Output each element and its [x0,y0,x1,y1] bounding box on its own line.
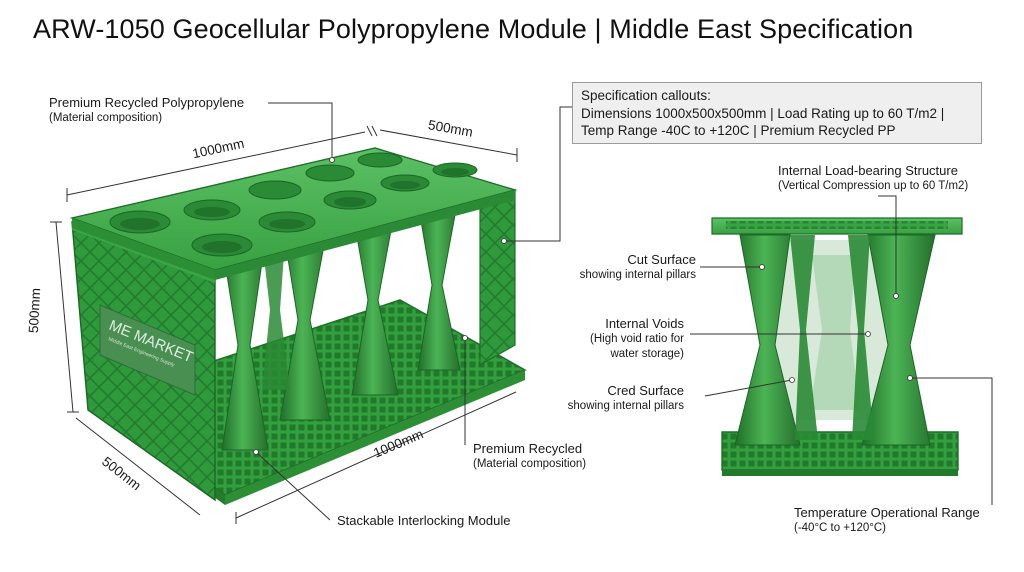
callout-temperature-sub: (-40°C to +120°C) [794,522,886,534]
callout-material-top-title: Premium Recycled Polypropylene [49,95,245,110]
callout-load-bearing: Internal Load-bearing Structure (Vertica… [778,163,968,194]
spec-line-2: Temp Range -40C to +120C | Premium Recyc… [581,123,896,138]
callout-temperature: Temperature Operational Range (-40°C to … [794,505,980,536]
callout-voids-sub-2: water storage) [610,348,684,360]
callout-cut-surface-title: Cut Surface [627,252,696,267]
callout-cred-surface: Cred Surface showing internal pillars [556,383,684,414]
right-cut-module [711,217,963,476]
callout-cut-surface-sub: showing internal pillars [579,269,696,281]
callout-cred-surface-sub: showing internal pillars [567,400,684,412]
callout-cred-surface-title: Cred Surface [607,383,684,398]
callout-material-top-sub: (Material composition) [49,112,163,124]
callout-material-bottom-title: Premium Recycled [473,441,583,456]
callout-load-bearing-title: Internal Load-bearing Structure [778,163,958,178]
dimension-height: 500mm [25,287,44,334]
callout-load-bearing-sub: (Vertical Compression up to 60 T/m2) [778,180,969,192]
callout-material-bottom: Premium Recycled (Material composition) [473,441,586,472]
callout-material-bottom-sub: (Material composition) [473,458,587,470]
dimension-lines [50,125,518,524]
page-title: ARW-1050 Geocellular Polypropylene Modul… [33,14,914,44]
callout-cut-surface: Cut Surface showing internal pillars [566,252,696,283]
left-leader-lines [255,102,572,521]
spec-heading: Specification callouts: [581,88,711,103]
callout-material-top: Premium Recycled Polypropylene (Material… [49,95,244,126]
specification-callouts-box: Specification callouts: Dimensions 1000x… [572,82,982,144]
callout-voids-sub-1: (High void ratio for [590,333,684,345]
right-leader-lines [690,195,993,505]
callout-temperature-title: Temperature Operational Range [794,505,980,520]
callout-internal-voids: Internal Voids (High void ratio for wate… [566,316,684,362]
callout-voids-title: Internal Voids [605,316,684,331]
callout-stackable-title: Stackable Interlocking Module [337,513,511,528]
spec-line-1: Dimensions 1000x500x500mm | Load Rating … [581,105,945,121]
left-module: ME MARKET Middle East Engineering Supply [69,147,527,505]
module-pillars [221,214,461,451]
callout-stackable: Stackable Interlocking Module [337,513,510,529]
